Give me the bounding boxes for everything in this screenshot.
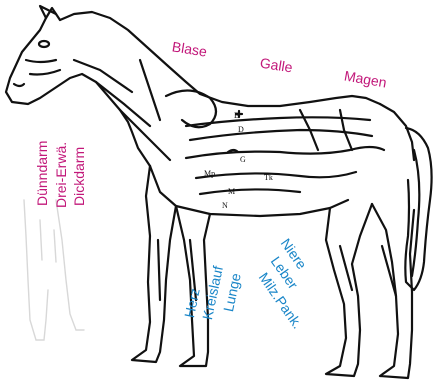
label-drei-erwae: Drei-Erwä. (54, 142, 68, 208)
organ-lines (166, 90, 216, 127)
svg-text:N: N (222, 201, 228, 210)
horse-back-outline (380, 104, 414, 160)
horse-eye (39, 41, 49, 47)
svg-text:B: B (234, 111, 239, 120)
svg-text:D: D (238, 125, 244, 134)
horse-nostril (14, 84, 24, 86)
svg-text:Tk: Tk (264, 173, 273, 182)
label-duenndarm: Dünndarm (35, 141, 49, 206)
horse-front-leg (132, 166, 176, 362)
svg-text:M: M (228, 187, 235, 196)
horse-hind-leg (326, 204, 372, 376)
svg-text:Mp: Mp (204, 169, 215, 178)
svg-text:G: G (240, 155, 246, 164)
foreleg-sketch-icon (24, 200, 84, 340)
label-dickdarm: Dickdarm (72, 147, 86, 206)
